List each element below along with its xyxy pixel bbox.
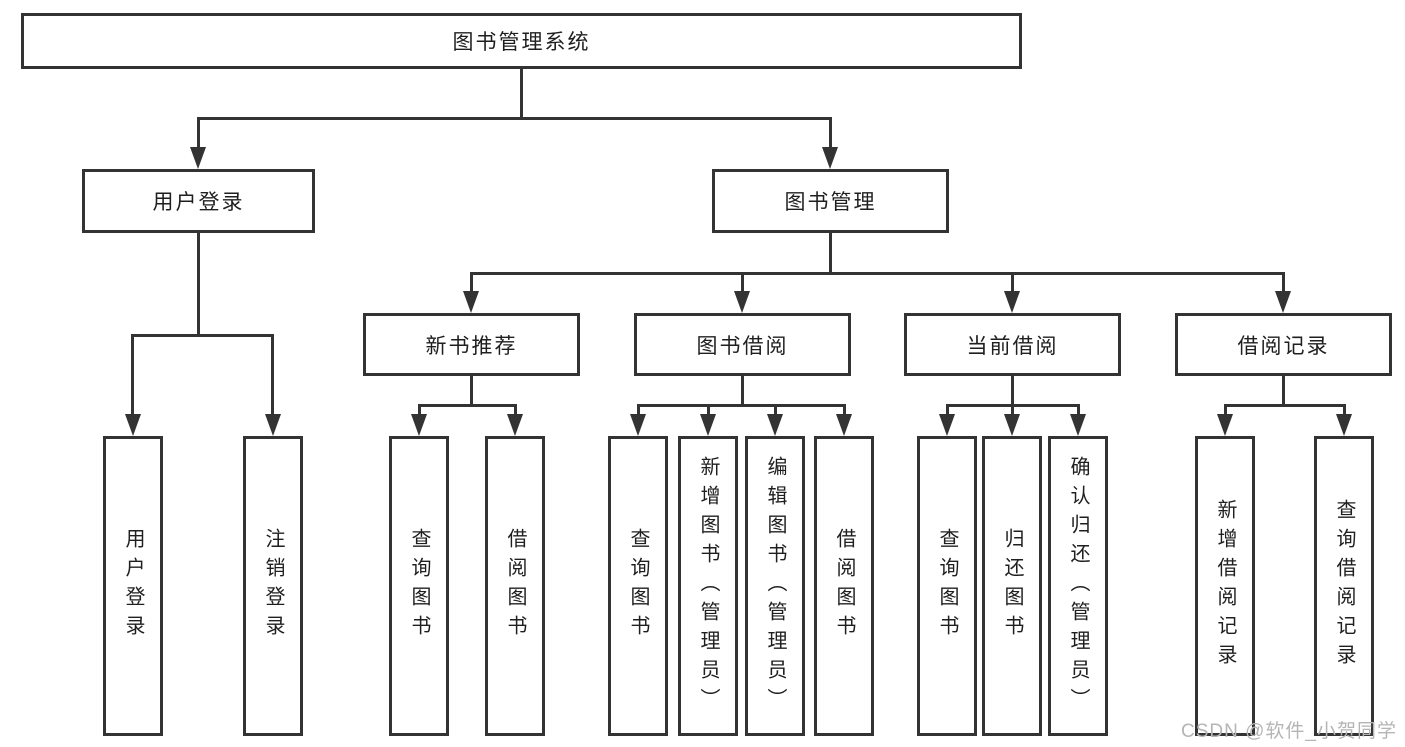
connector-line-h: [418, 404, 517, 407]
connector-line-v: [197, 117, 200, 149]
arrow-down-icon: [125, 414, 141, 436]
node-book-mgmt-branch-label: 图书管理: [784, 191, 877, 214]
arrow-down-icon: [630, 414, 646, 436]
leaf-query-books-current: 查询图书: [917, 436, 977, 736]
leaf-label: 查询图书: [627, 528, 649, 644]
leaf-label: 用户登录: [122, 528, 144, 644]
leaf-label: 借阅图书: [833, 528, 855, 644]
leaf-query-books-recommend: 查询图书: [389, 436, 449, 736]
connector-line-v: [829, 233, 832, 273]
arrow-down-icon: [190, 147, 206, 169]
leaf-label: 新增图书（管理员）: [697, 455, 719, 717]
connector-line-v: [1282, 376, 1285, 404]
node-new-book-recommend-label: 新书推荐: [425, 334, 518, 358]
arrow-down-icon: [734, 291, 750, 313]
arrow-down-icon: [1004, 414, 1020, 436]
arrow-down-icon: [507, 414, 523, 436]
connector-line-v: [514, 404, 517, 416]
arrow-down-icon: [939, 414, 955, 436]
leaf-borrow-books-recommend: 借阅图书: [485, 436, 545, 736]
leaf-label: 查询借阅记录: [1333, 499, 1355, 673]
leaf-borrow-books: 借阅图书: [814, 436, 874, 736]
connector-line-v: [271, 334, 274, 416]
leaf-label: 归还图书: [1001, 528, 1023, 644]
node-user-login-branch-label: 用户登录: [152, 191, 245, 214]
connector-line-v: [774, 404, 777, 416]
node-borrow-records-label: 借阅记录: [1237, 334, 1330, 358]
leaf-label: 借阅图书: [504, 528, 526, 644]
arrow-down-icon: [463, 291, 479, 313]
watermark: CSDN @软件_小贺同学: [1181, 721, 1397, 742]
connector-line-v: [470, 376, 473, 404]
node-new-book-recommend: 新书推荐: [363, 313, 580, 376]
arrow-down-icon: [700, 414, 716, 436]
node-borrow-records: 借阅记录: [1175, 313, 1392, 376]
leaf-label: 查询图书: [936, 528, 958, 644]
connector-line-v: [843, 404, 846, 416]
connector-line-h: [197, 117, 832, 120]
leaf-edit-books-admin: 编辑图书（管理员）: [745, 436, 805, 736]
leaf-label: 注销登录: [262, 528, 284, 644]
leaf-query-borrow-record: 查询借阅记录: [1314, 436, 1374, 736]
arrow-down-icon: [1336, 414, 1352, 436]
leaf-add-books-admin: 新增图书（管理员）: [678, 436, 738, 736]
node-root: 图书管理系统: [21, 13, 1022, 69]
connector-line-h: [470, 272, 1284, 275]
connector-line-v: [707, 404, 710, 416]
leaf-add-borrow-record: 新增借阅记录: [1195, 436, 1255, 736]
connector-line-v: [1224, 404, 1227, 416]
node-book-borrow-label: 图书借阅: [696, 334, 789, 358]
leaf-return-books: 归还图书: [982, 436, 1042, 736]
connector-line-v: [1343, 404, 1346, 416]
leaf-logout: 注销登录: [243, 436, 303, 736]
connector-line-v: [741, 376, 744, 404]
node-book-mgmt-branch: 图书管理: [712, 169, 949, 233]
connector-line-v: [470, 272, 473, 293]
node-current-borrow-label: 当前借阅: [966, 334, 1059, 358]
leaf-query-books-borrow: 查询图书: [608, 436, 668, 736]
arrow-down-icon: [265, 414, 281, 436]
arrow-down-icon: [1275, 291, 1291, 313]
connector-line-v: [1077, 404, 1080, 416]
arrow-down-icon: [1070, 414, 1086, 436]
connector-line-v: [197, 233, 200, 335]
connector-line-v: [1282, 272, 1285, 293]
node-root-label: 图书管理系统: [452, 31, 591, 54]
connector-line-v: [637, 404, 640, 416]
arrow-down-icon: [1004, 291, 1020, 313]
node-book-borrow: 图书借阅: [634, 313, 851, 376]
connector-line-v: [1011, 272, 1014, 293]
connector-line-v: [131, 334, 134, 416]
leaf-label: 新增借阅记录: [1214, 499, 1236, 673]
node-current-borrow: 当前借阅: [904, 313, 1121, 376]
arrow-down-icon: [836, 414, 852, 436]
connector-line-v: [741, 272, 744, 293]
leaf-user-login: 用户登录: [103, 436, 163, 736]
arrow-down-icon: [411, 414, 427, 436]
leaf-label: 编辑图书（管理员）: [764, 455, 786, 717]
connector-line-v: [1011, 404, 1014, 416]
connector-line-h: [637, 404, 846, 407]
connector-line-v: [520, 69, 523, 118]
connector-line-v: [946, 404, 949, 416]
node-user-login-branch: 用户登录: [82, 169, 315, 233]
leaf-confirm-return-admin: 确认归还（管理员）: [1048, 436, 1108, 736]
connector-line-h: [131, 334, 274, 337]
arrow-down-icon: [822, 147, 838, 169]
connector-line-h: [1224, 404, 1345, 407]
leaf-label: 查询图书: [408, 528, 430, 644]
leaf-label: 确认归还（管理员）: [1067, 455, 1089, 717]
arrow-down-icon: [767, 414, 783, 436]
arrow-down-icon: [1217, 414, 1233, 436]
connector-line-v: [829, 117, 832, 149]
connector-line-v: [1011, 376, 1014, 404]
connector-line-v: [418, 404, 421, 416]
